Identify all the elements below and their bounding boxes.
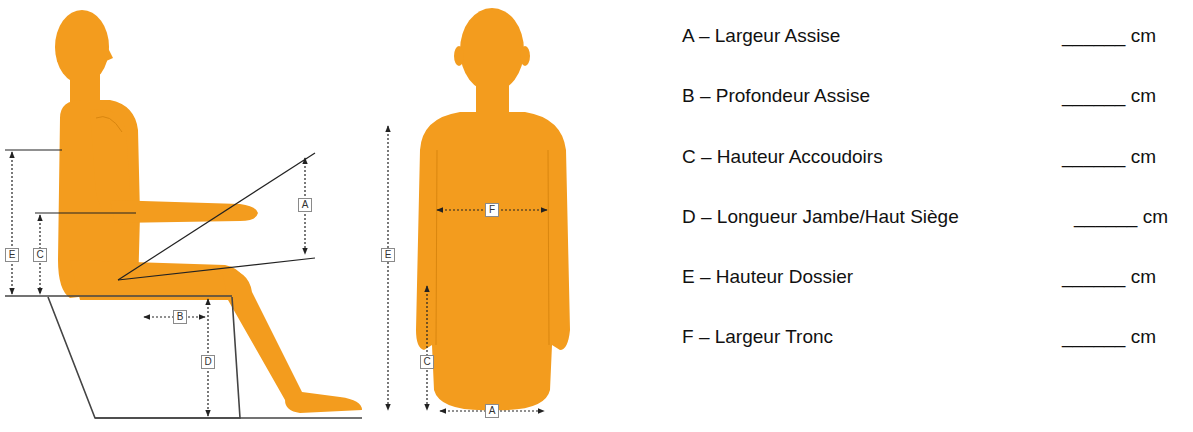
measure-blank: ______ cm [1074, 206, 1168, 229]
callout-letter: E [385, 250, 392, 260]
chair [5, 296, 362, 418]
callout-letter: C [423, 357, 430, 367]
callout-letter: C [36, 250, 43, 260]
measure-name: F – Largeur Tronc [682, 326, 833, 349]
seated-figure-back [416, 8, 570, 410]
dimension-lines [5, 150, 315, 416]
callout-box: A [485, 404, 499, 418]
measure-blank: ______ cm [1062, 266, 1156, 289]
callout-letter: F [489, 205, 495, 215]
callout-box: D [201, 355, 215, 369]
callout-box: C [420, 355, 434, 369]
measure-blank: ______ cm [1062, 146, 1156, 169]
measure-name: B – Profondeur Assise [682, 85, 870, 108]
measure-name: A – Largeur Assise [682, 25, 840, 48]
measure-name: C – Hauteur Accoudoirs [682, 146, 883, 169]
measure-name: E – Hauteur Dossier [682, 266, 853, 289]
callout-box: B [173, 310, 187, 324]
callout-letter: A [302, 200, 309, 210]
callout-letter: D [204, 357, 211, 367]
measure-blank: ______ cm [1062, 25, 1156, 48]
dimension-lines-back [388, 126, 547, 411]
callout-letter: E [9, 250, 16, 260]
callout-box: F [485, 203, 499, 217]
measure-blank: ______ cm [1062, 326, 1156, 349]
measure-blank: ______ cm [1062, 85, 1156, 108]
callout-letter: B [177, 312, 184, 322]
measure-name: D – Longueur Jambe/Haut Siège [682, 206, 959, 229]
callout-box: E [381, 248, 395, 262]
callout-box: C [33, 248, 47, 262]
figure-contour [96, 117, 122, 132]
callout-box: E [5, 248, 19, 262]
callout-box: A [298, 198, 312, 212]
arm-contour [436, 150, 549, 345]
callout-letter: A [489, 406, 496, 416]
